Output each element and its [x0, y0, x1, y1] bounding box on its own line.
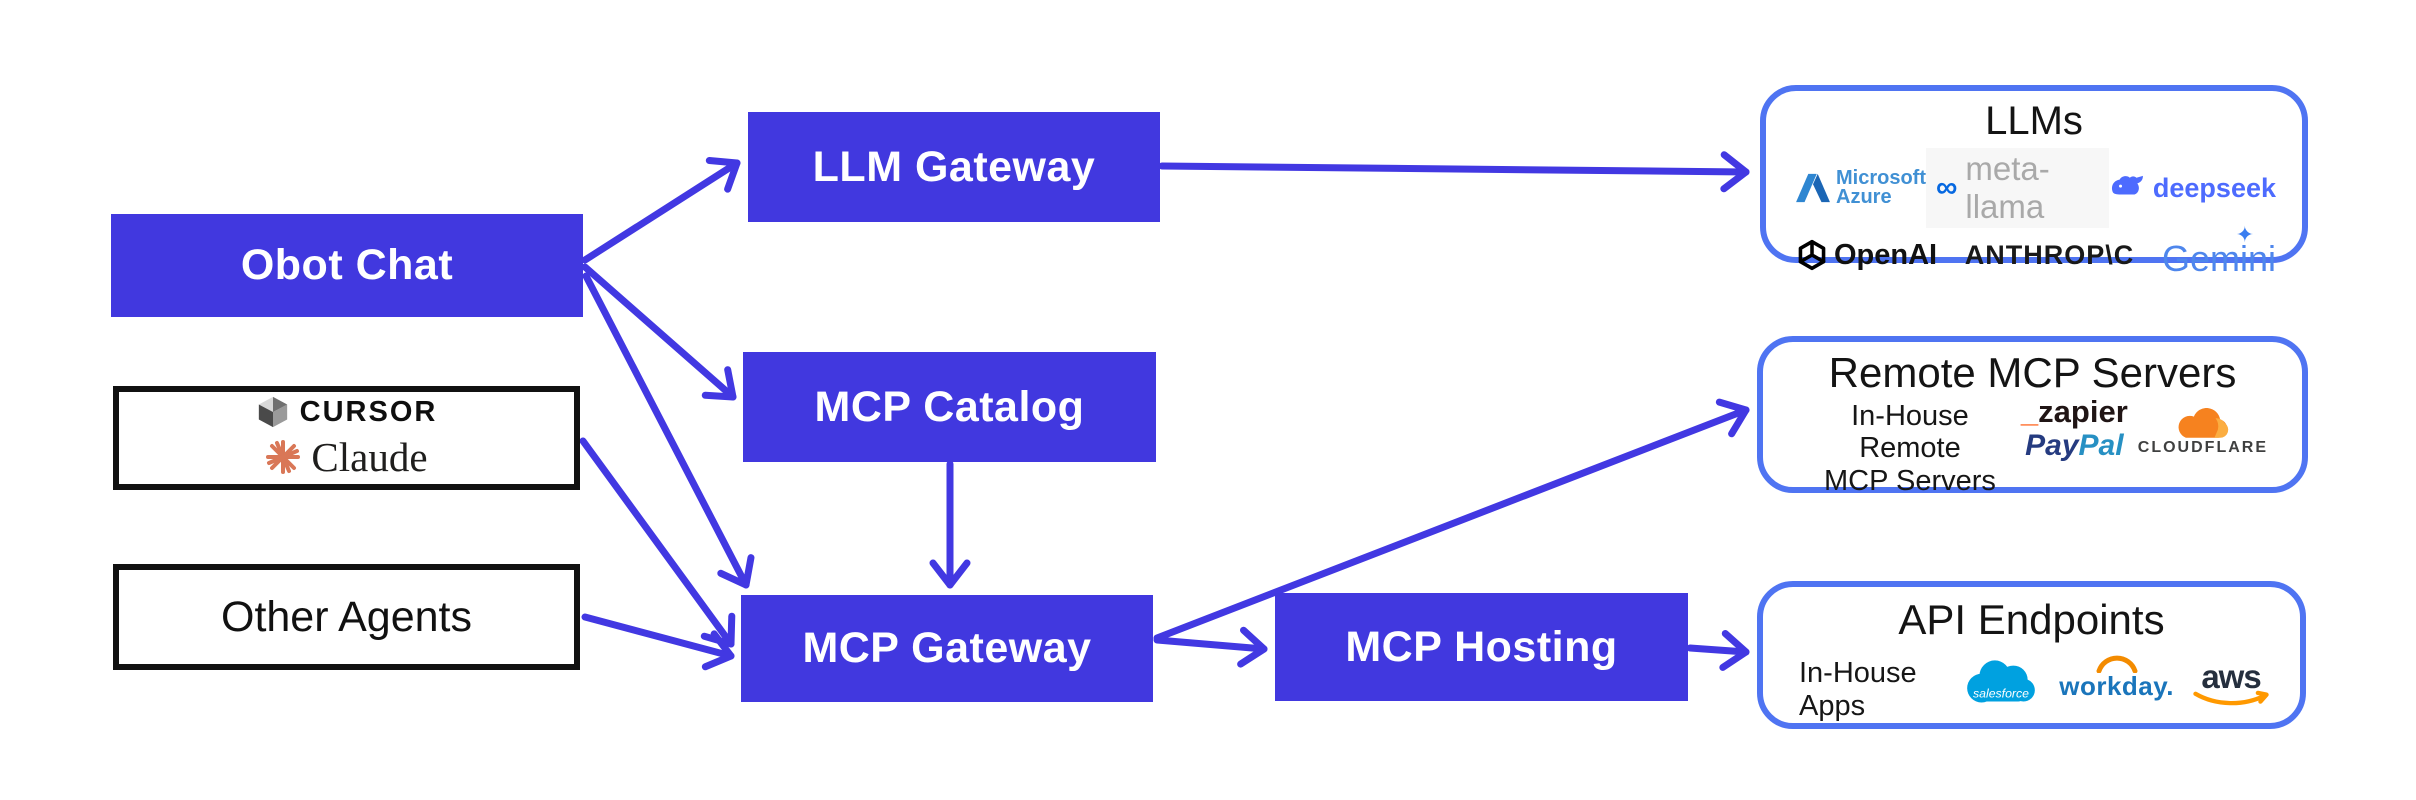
cloudflare-logo: CLOUDFLARE [2137, 407, 2268, 456]
obot-chat-node: Obot Chat [111, 214, 583, 317]
cursor-cube-icon [258, 396, 287, 428]
azure-wordmark: Microsoft Azure [1836, 167, 1926, 208]
meta-llama-logo: ∞ meta-llama [1926, 148, 2109, 228]
paypal-logo: PayPal [2025, 429, 2124, 462]
arrow-agents-to-mcp-gateway [579, 437, 736, 648]
arrow-obot-to-mcp-gateway [582, 272, 755, 589]
llms-panel: LLMs Microsoft Azure ∞ meta-llama [1760, 85, 2308, 279]
microsoft-azure-logo: Microsoft Azure [1796, 167, 1926, 208]
arrow-obot-to-llm-gateway [581, 157, 741, 264]
claude-wordmark: Claude [311, 434, 428, 480]
aws-logo: aws [2192, 657, 2270, 708]
other-agents-node: Other Agents [113, 564, 580, 670]
meta-infinity-icon: ∞ [1936, 171, 1958, 204]
api-endpoints-logos: salesforce workday. aws [1961, 655, 2270, 711]
remote-mcp-title: Remote MCP Servers [1828, 349, 2237, 396]
llms-logo-rows: Microsoft Azure ∞ meta-llama deepseek [1766, 144, 2302, 280]
workday-logo: workday. [2059, 651, 2174, 699]
api-endpoints-panel: API Endpoints In-House Apps salesforce w… [1757, 581, 2306, 729]
llms-title: LLMs [1985, 99, 2083, 143]
claude-starburst-icon [266, 440, 301, 474]
cloudflare-cloud-icon [2178, 407, 2229, 438]
arrow-mcp-gateway-to-mcp-hosting [1153, 626, 1268, 668]
arrow-mcp-gateway-to-remote-mcp [1153, 398, 1750, 642]
mcp-hosting-label: MCP Hosting [1345, 622, 1618, 671]
workday-wordmark: workday. [2059, 671, 2174, 701]
remote-mcp-panel: Remote MCP Servers In-House Remote MCP S… [1757, 336, 2308, 497]
gemini-logo: ✦ Gemini [2161, 222, 2276, 280]
cursor-wordmark: CURSOR [299, 395, 438, 428]
mcp-catalog-label: MCP Catalog [814, 382, 1085, 431]
mcp-hosting-node: MCP Hosting [1275, 593, 1688, 701]
mcp-gateway-node: MCP Gateway [741, 595, 1153, 702]
api-endpoints-subtitle: In-House Apps [1799, 657, 1917, 722]
openai-icon [1798, 239, 1826, 271]
gemini-wordmark: Gemini [2161, 238, 2276, 279]
azure-icon [1796, 173, 1830, 203]
gemini-star-icon: ✦ [2235, 222, 2254, 247]
api-endpoints-title: API Endpoints [1898, 596, 2165, 643]
salesforce-logo: salesforce [1967, 660, 2036, 703]
workday-arc-icon [2096, 655, 2138, 673]
zapier-logo: _zapier [2020, 394, 2128, 429]
deepseek-logo: deepseek [2109, 173, 2276, 204]
cloudflare-wordmark: CLOUDFLARE [2137, 438, 2268, 456]
obot-chat-label: Obot Chat [240, 241, 454, 289]
openai-wordmark: OpenAI [1834, 238, 1938, 271]
anthropic-logo: ANTHROP\C [1964, 239, 2135, 270]
arrow-llm-gateway-to-llms [1158, 151, 1750, 193]
deepseek-wordmark: deepseek [2152, 172, 2276, 203]
arrow-mcp-hosting-to-api-endpoints [1686, 629, 1750, 671]
arrow-obot-to-mcp-catalog [581, 263, 737, 401]
aws-smile-icon [2193, 690, 2269, 706]
arrow-other-agents-to-mcp-gateway [581, 613, 735, 671]
meta-llama-wordmark: meta-llama [1965, 150, 2050, 225]
remote-mcp-subtitle: In-House Remote MCP Servers [1824, 400, 1996, 497]
llm-gateway-label: LLM Gateway [812, 142, 1096, 191]
svg-text:salesforce: salesforce [1973, 686, 2029, 700]
aws-wordmark: aws [2201, 657, 2261, 695]
mcp-catalog-node: MCP Catalog [743, 352, 1156, 462]
deepseek-whale-icon [2111, 175, 2143, 195]
cursor-logo: CURSOR [256, 395, 438, 429]
mcp-gateway-label: MCP Gateway [802, 624, 1092, 672]
claude-logo: Claude [265, 433, 428, 481]
agents-node: CURSOR Claude [113, 386, 580, 490]
openai-logo: OpenAI [1796, 239, 1937, 272]
remote-mcp-logos: _zapier PayPal CLOUDFLARE [2021, 396, 2268, 461]
other-agents-label: Other Agents [221, 592, 472, 641]
llm-gateway-node: LLM Gateway [748, 112, 1160, 222]
